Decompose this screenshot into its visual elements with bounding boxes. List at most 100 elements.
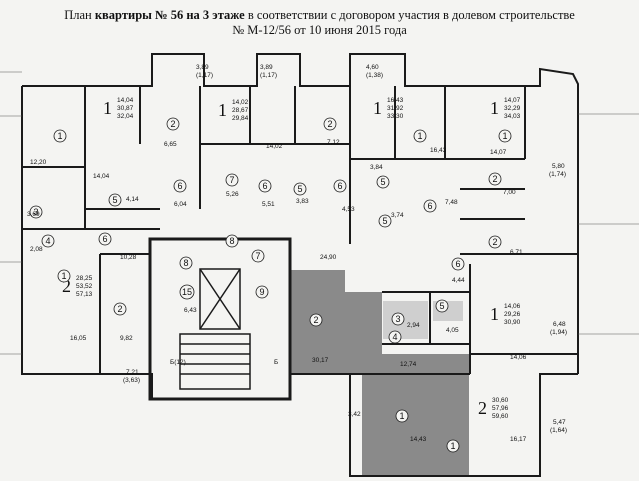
svg-text:6: 6 <box>337 181 342 191</box>
svg-text:2: 2 <box>478 398 487 418</box>
apartment-labels: 2 28,25 53,52 57,13 1 14,04 30,87 32,04 … <box>62 97 521 420</box>
svg-text:3: 3 <box>395 314 400 324</box>
area-label: (3,63) <box>123 377 140 384</box>
room-marker: 6 <box>173 179 187 193</box>
svg-text:30,90: 30,90 <box>504 319 521 326</box>
svg-text:1: 1 <box>417 131 422 141</box>
building-walls <box>21 53 579 477</box>
room-marker: 2 <box>488 172 502 186</box>
room-marker: 7 <box>251 249 265 263</box>
apartment-label: 1 14,07 32,29 34,03 <box>490 97 521 120</box>
area-label: 4,60 <box>366 64 379 71</box>
area-label: 30,17 <box>312 357 329 364</box>
apartment-label: 1 16,43 31,92 33,30 <box>373 97 404 120</box>
area-label: 14,04 <box>93 173 110 180</box>
area-label: 2,94 <box>407 322 420 329</box>
area-label: 5,80 <box>552 163 565 170</box>
room-marker: 4 <box>41 234 55 248</box>
room-marker: 6 <box>451 257 465 271</box>
plan-header: План квартиры № 56 на 3 этаже в соответс… <box>0 8 639 38</box>
svg-text:1: 1 <box>490 98 499 118</box>
room-marker: 4 <box>388 330 402 344</box>
area-label: 4,53 <box>342 206 355 213</box>
room-marker: 6 <box>423 199 437 213</box>
room-numbers: 1 2 2 1 1 3 4 5 6 7 6 5 6 5 2 6 8 6 5 2 … <box>29 117 512 453</box>
area-label: 14,06 <box>510 354 527 361</box>
floor-plan: 2 28,25 53,52 57,13 1 14,04 30,87 32,04 … <box>0 53 639 477</box>
svg-text:2: 2 <box>117 304 122 314</box>
room-marker: 6 <box>98 232 112 246</box>
area-label: 6,43 <box>184 307 197 314</box>
apartment-label: 2 28,25 53,52 57,13 <box>62 275 93 298</box>
svg-text:4: 4 <box>45 236 50 246</box>
area-label: 14,02 <box>266 143 283 150</box>
room-marker: 5 <box>293 182 307 196</box>
svg-text:16,43: 16,43 <box>387 97 404 104</box>
room-marker: 3 <box>391 312 405 326</box>
room-marker: 8 <box>179 256 193 270</box>
svg-text:33,30: 33,30 <box>387 113 404 120</box>
area-label: (1,17) <box>260 72 277 79</box>
svg-text:2: 2 <box>313 315 318 325</box>
svg-text:29,84: 29,84 <box>232 115 249 122</box>
svg-text:2: 2 <box>492 237 497 247</box>
svg-text:14,02: 14,02 <box>232 99 249 106</box>
svg-text:14,06: 14,06 <box>504 303 521 310</box>
area-label: 7,12 <box>327 139 340 146</box>
svg-text:30,60: 30,60 <box>492 397 509 404</box>
room-marker: 2 <box>309 313 323 327</box>
area-label: 5,47 <box>553 419 566 426</box>
svg-text:28,25: 28,25 <box>76 275 93 282</box>
svg-text:6: 6 <box>177 181 182 191</box>
room-marker: 2 <box>323 117 337 131</box>
area-label: 3,42 <box>348 411 361 418</box>
svg-text:1: 1 <box>399 411 404 421</box>
svg-text:5: 5 <box>439 301 444 311</box>
svg-text:1: 1 <box>502 131 507 141</box>
area-label: Б <box>274 359 278 366</box>
svg-text:29,26: 29,26 <box>504 311 521 318</box>
svg-text:6: 6 <box>427 201 432 211</box>
elevator-core <box>179 268 251 390</box>
apartment-label: 1 14,06 29,26 30,90 <box>490 303 521 326</box>
area-label: 3,69 <box>27 211 40 218</box>
svg-text:57,13: 57,13 <box>76 291 93 298</box>
svg-text:14,04: 14,04 <box>117 97 134 104</box>
room-marker: 1 <box>498 129 512 143</box>
area-label: 14,07 <box>490 149 507 156</box>
area-label: 3,84 <box>370 164 383 171</box>
svg-text:59,60: 59,60 <box>492 413 509 420</box>
area-label: 3,74 <box>391 212 404 219</box>
area-label: 3,89 <box>260 64 273 71</box>
room-marker: 2 <box>488 235 502 249</box>
room-marker: 1 <box>413 129 427 143</box>
svg-text:2: 2 <box>170 119 175 129</box>
svg-text:1: 1 <box>450 441 455 451</box>
area-label: 5,26 <box>226 191 239 198</box>
area-label: 7,48 <box>445 199 458 206</box>
room-marker: 8 <box>225 234 239 248</box>
svg-text:6: 6 <box>102 234 107 244</box>
room-marker: 5 <box>435 299 449 313</box>
room-marker: 5 <box>376 175 390 189</box>
area-label: 6,04 <box>174 201 187 208</box>
svg-text:6: 6 <box>262 181 267 191</box>
svg-text:15: 15 <box>182 287 192 297</box>
area-label: 12,74 <box>400 361 417 368</box>
svg-text:32,29: 32,29 <box>504 105 521 112</box>
svg-text:1: 1 <box>490 304 499 324</box>
svg-text:5: 5 <box>382 216 387 226</box>
area-label: (1,17) <box>196 72 213 79</box>
svg-text:4: 4 <box>392 332 397 342</box>
svg-text:8: 8 <box>183 258 188 268</box>
room-marker: 1 <box>57 269 71 283</box>
area-label: 16,43 <box>430 147 447 154</box>
apartment-label: 1 14,02 28,67 29,84 <box>218 99 249 122</box>
area-label: 10,28 <box>120 254 137 261</box>
svg-text:5: 5 <box>112 195 117 205</box>
room-marker: 1 <box>395 409 409 423</box>
svg-text:53,52: 53,52 <box>76 283 93 290</box>
room-marker: 3 <box>29 205 43 219</box>
room-marker: 15 <box>179 284 195 300</box>
area-label: 4,44 <box>452 277 465 284</box>
